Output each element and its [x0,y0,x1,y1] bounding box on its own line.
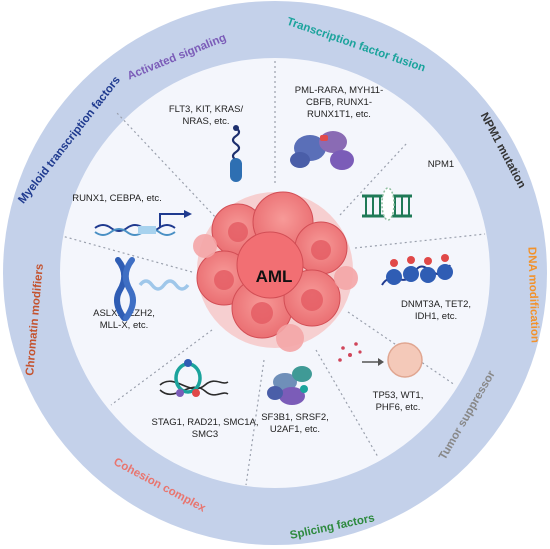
gene-line: PML-RARA, MYH11- [295,85,384,96]
divider-line [315,349,379,458]
gene-list-tumor-suppressor: TP53, WT1, PHF6, etc. [373,390,424,413]
cell-blob [193,234,217,258]
gene-line: RUNX1T1, etc. [307,109,371,120]
cell-nucleus [214,270,234,290]
gene-line: PHF6, etc. [376,402,421,413]
promoter-arrow-icon [94,210,192,236]
cell-blob [236,231,304,299]
center-label: AML [256,267,293,286]
divider-line [347,311,456,386]
divider-line [339,142,408,216]
gene-list-activated-signaling: FLT3, KIT, KRAS/ NRAS, etc. [169,104,244,127]
fusion-protein-icon [290,131,354,170]
gene-line: STAG1, RAD21, SMC1A, [152,417,259,428]
gene-list-npm1: NPM1 [428,159,454,170]
gene-line: DNMT3A, TET2, [401,299,471,310]
gene-list-cohesion-complex: STAG1, RAD21, SMC1A, SMC3 [152,417,259,440]
divider-line [354,233,486,249]
gene-line: FLT3, KIT, KRAS/ [169,104,244,115]
gene-line: SMC3 [192,429,218,440]
tumor-cell-icon [338,342,423,378]
gene-line: NRAS, etc. [183,116,230,127]
cell-blob [334,266,358,290]
gene-line: MLL-X, etc. [100,320,149,331]
gene-line: TP53, WT1, [373,390,424,401]
cohesin-ring-icon [159,359,229,397]
gene-line: CBFB, RUNX1- [306,97,372,108]
gene-line: NPM1 [428,159,454,170]
spliceosome-icon [267,366,312,405]
cell-nucleus [311,240,331,260]
cell-nucleus [251,302,273,324]
cell-blob [276,324,304,352]
gene-list-splicing-factors: SF3B1, SRSF2, U2AF1, etc. [261,412,329,435]
dna-ladder-icon [362,187,412,221]
cell-nucleus [228,222,248,242]
methylated-nucleosome-icon [381,254,453,286]
receptor-icon [230,125,242,182]
chromosome-icon [114,257,190,321]
gene-list-transcription-factor-fusion: PML-RARA, MYH11- CBFB, RUNX1- RUNX1T1, e… [295,85,384,120]
gene-line: RUNX1, CEBPA, etc. [72,193,162,204]
gene-line: IDH1, etc. [415,311,457,322]
gene-list-myeloid-transcription-factors: RUNX1, CEBPA, etc. [72,193,162,204]
aml-cell-cluster: AML [193,191,358,352]
divider-line [110,329,213,406]
sector-dividers [61,60,486,486]
gene-list-dna-modification: DNMT3A, TET2, IDH1, etc. [401,299,471,322]
divider-line [245,359,265,486]
gene-line: SF3B1, SRSF2, [261,412,329,423]
gene-line: U2AF1, etc. [270,424,320,435]
cell-nucleus [301,289,323,311]
label-dna-modification: DNA modification [525,247,540,343]
